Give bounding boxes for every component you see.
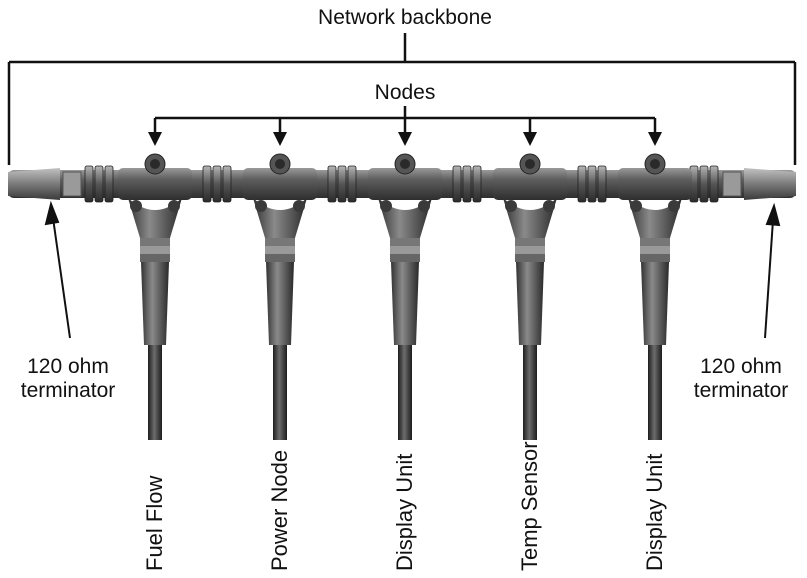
tee-connector	[118, 153, 192, 440]
device-label-display-unit-1: Display Unit	[392, 453, 417, 571]
backbone-assembly	[8, 153, 796, 440]
node-arrow	[398, 132, 412, 146]
node-arrow	[523, 132, 537, 146]
node-arrow	[648, 132, 662, 146]
device-label-power-node: Power Node	[267, 449, 292, 571]
right-terminator-label: 120 ohm terminator	[681, 355, 801, 403]
left-terminator-label-line2: terminator	[20, 379, 116, 402]
tee-connector	[493, 153, 567, 440]
left-terminator-body	[8, 168, 60, 200]
left-terminator-arrow	[44, 200, 71, 339]
backbone-bracket	[7, 33, 797, 165]
node-arrowheads	[148, 132, 662, 146]
right-terminator-arrow	[764, 202, 781, 339]
node-arrow	[273, 132, 287, 146]
nodes-label: Nodes	[374, 81, 436, 104]
right-terminator-body	[744, 168, 796, 200]
node-arrow	[148, 132, 162, 146]
network-backbone-label: Network backbone	[318, 6, 492, 29]
right-terminator-label-line2: terminator	[693, 379, 789, 402]
left-terminator-label: 120 ohm terminator	[8, 355, 128, 403]
tee-connector	[618, 153, 692, 440]
device-label-display-unit-2: Display Unit	[642, 453, 667, 571]
device-label-temp-sensor: Temp Sensor	[517, 441, 542, 571]
left-terminator-label-line1: 120 ohm	[27, 355, 109, 378]
device-label-fuel-flow: Fuel Flow	[142, 475, 167, 571]
nodes-bracket	[153, 106, 657, 134]
right-terminator-label-line1: 120 ohm	[700, 355, 782, 378]
tee-connector	[243, 153, 317, 440]
tee-connector	[368, 153, 442, 440]
